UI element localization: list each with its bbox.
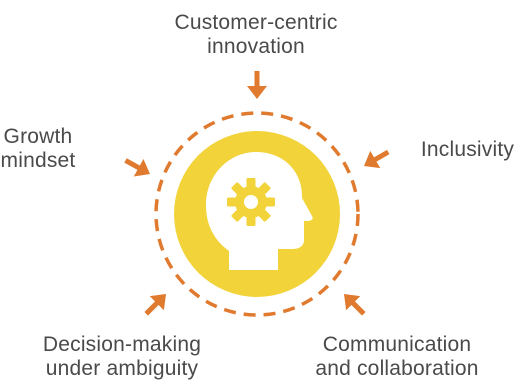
label-customer-centric-innovation: Customer-centric innovation xyxy=(152,11,360,59)
label-line: and collaboration xyxy=(315,357,479,380)
arrow-top xyxy=(247,71,267,99)
label-line: Customer-centric xyxy=(174,11,338,34)
label-line: Inclusivity xyxy=(420,138,515,161)
label-line: Growth xyxy=(3,125,73,148)
arrow-bottom-left xyxy=(144,294,166,316)
label-line: innovation xyxy=(207,35,305,58)
label-line: under ambiguity xyxy=(45,357,199,380)
dashed-ring xyxy=(154,111,360,317)
label-inclusivity: Inclusivity xyxy=(412,138,523,162)
label-communication-collaboration: Communication and collaboration xyxy=(291,333,503,381)
label-decision-making: Decision-making under ambiguity xyxy=(16,333,228,381)
label-line: Communication xyxy=(322,333,472,356)
label-line: mindset xyxy=(0,149,76,172)
arrow-bottom-right xyxy=(344,294,366,316)
label-growth-mindset: Growth mindset xyxy=(0,125,76,173)
head-with-gear-icon xyxy=(206,152,313,270)
arrow-left xyxy=(124,158,150,177)
label-line: Decision-making xyxy=(42,333,202,356)
arrow-right xyxy=(364,149,390,169)
